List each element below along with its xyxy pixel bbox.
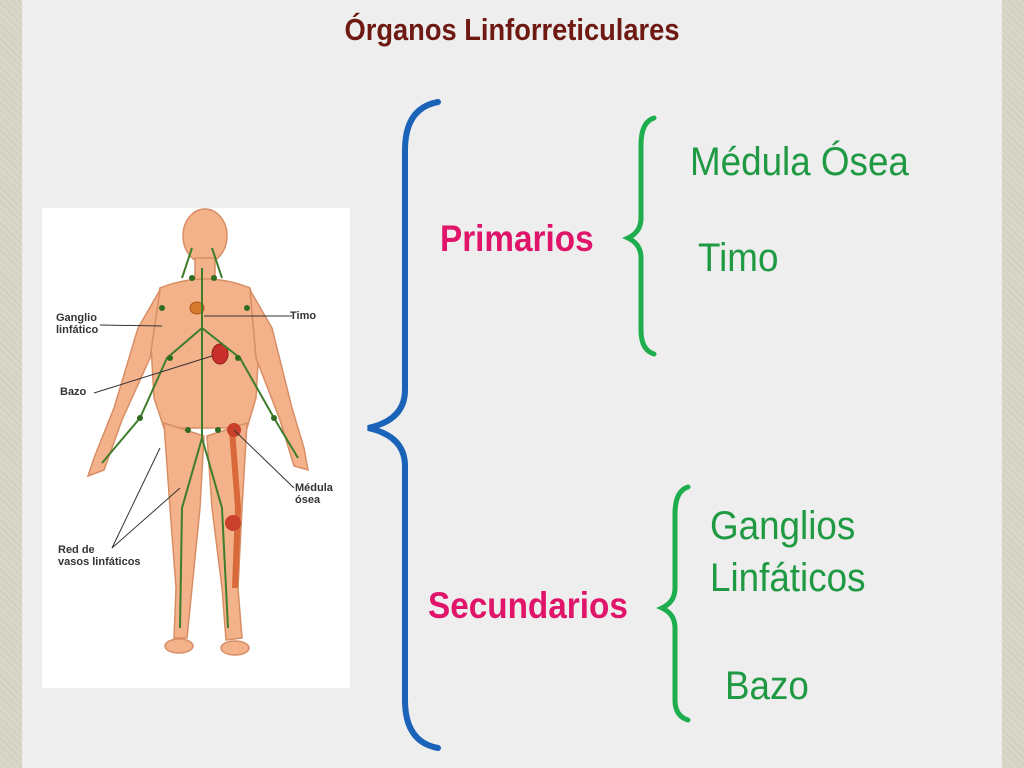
label-timo: Timo xyxy=(290,310,317,322)
human-body-illustration xyxy=(86,208,309,656)
category-primarios: Primarios xyxy=(440,218,594,259)
item-timo: Timo xyxy=(698,236,779,280)
item-bazo: Bazo xyxy=(725,664,809,708)
label-bazo: Bazo xyxy=(60,386,87,398)
slide-title: Órganos Linforreticulares xyxy=(344,12,680,47)
category-secundarios: Secundarios xyxy=(428,585,628,626)
item-ganglios-linfaticos: Ganglios Linfáticos xyxy=(710,504,866,600)
item-medula-osea: Médula Ósea xyxy=(690,140,909,184)
